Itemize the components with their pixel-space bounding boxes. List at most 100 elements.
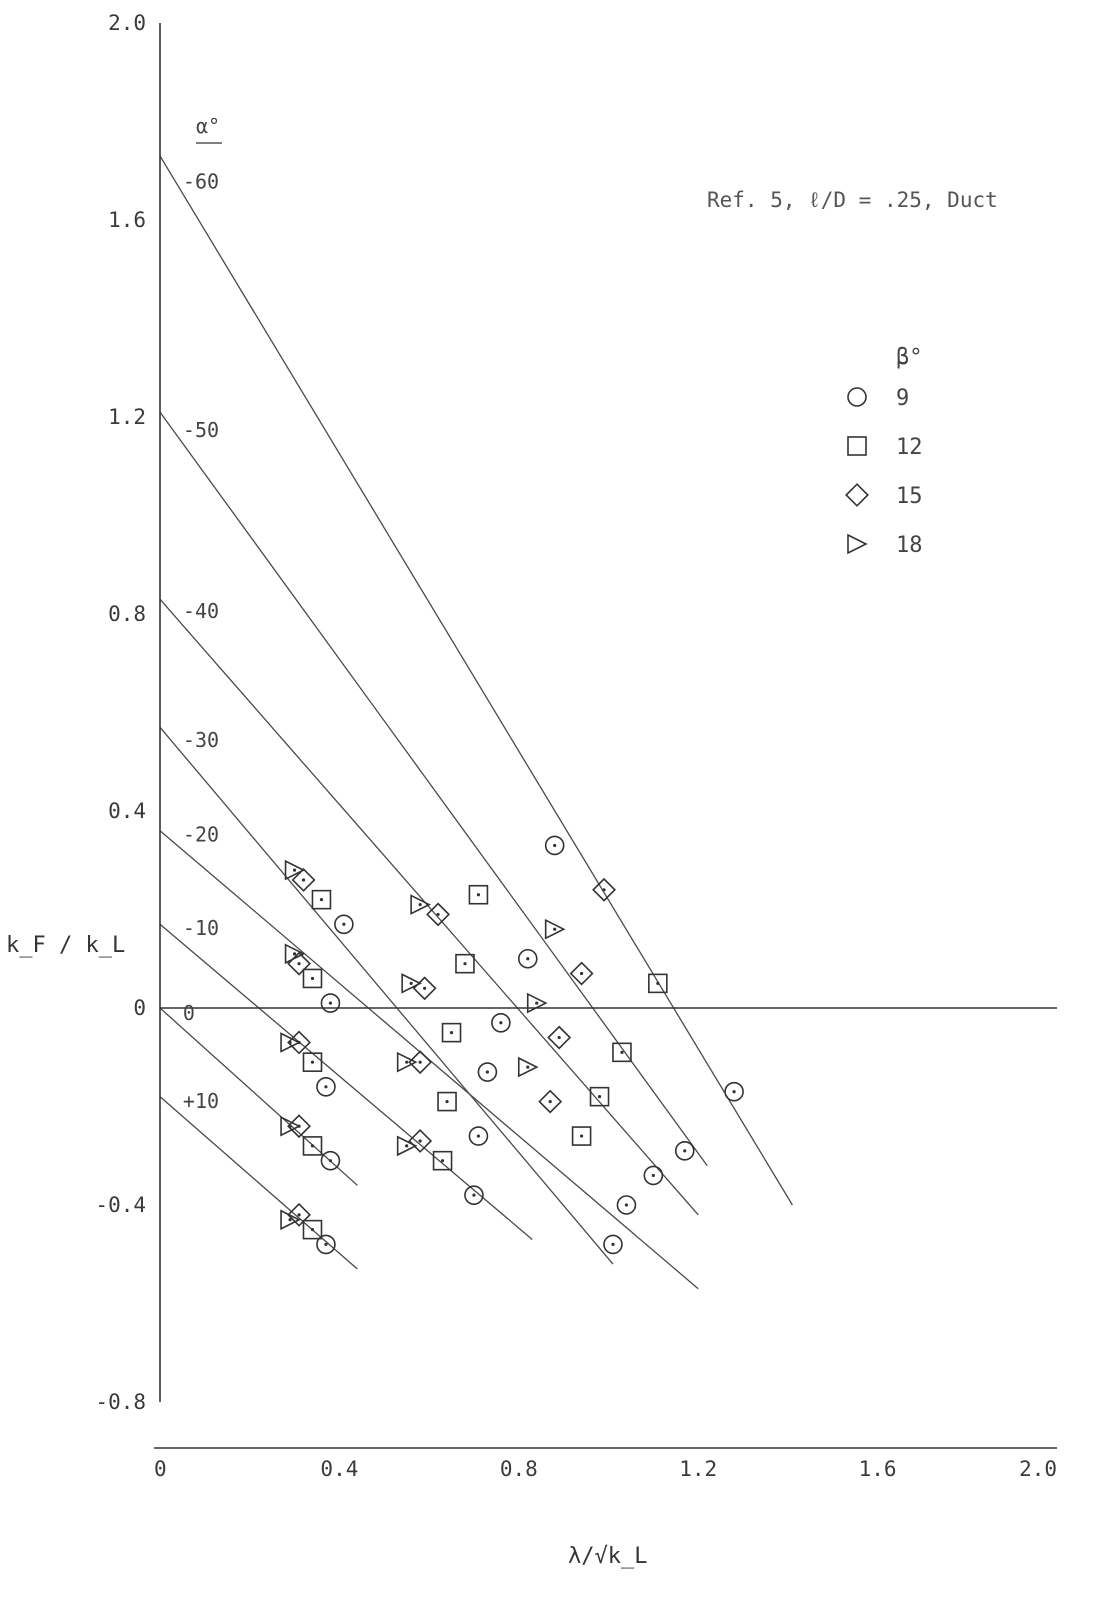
marker-center-dot (553, 927, 557, 931)
fit-line-label: -30 (183, 728, 219, 752)
fit-line (159, 1096, 358, 1270)
triangle-marker (396, 1135, 418, 1157)
square-marker (311, 889, 332, 910)
marker-center-dot (449, 1031, 454, 1035)
marker-center-dot (324, 1085, 328, 1089)
marker-center-dot (301, 878, 306, 882)
fit-line-label: +10 (183, 1089, 219, 1113)
y-tick-label: 0.8 (108, 602, 146, 626)
circle-marker (477, 1062, 498, 1082)
x-tick-label: 2.0 (1019, 1457, 1057, 1481)
triangle-marker (284, 859, 306, 881)
circle-marker (320, 1150, 341, 1171)
x-axis-title: λ/√k_L (568, 1544, 647, 1569)
square-marker (302, 1052, 323, 1072)
triangle-marker (544, 918, 566, 940)
marker-center-dot (611, 1242, 615, 1246)
marker-center-dot (418, 1060, 422, 1064)
diamond-marker (592, 877, 616, 902)
square-marker (302, 968, 323, 989)
square-marker (847, 436, 867, 456)
data-points (280, 835, 744, 1255)
marker-center-dot (288, 1124, 292, 1128)
triangle-marker (284, 943, 306, 965)
x-tick-label: 1.2 (679, 1457, 717, 1481)
y-tick-label: 0 (133, 996, 146, 1020)
square-marker (441, 1022, 462, 1043)
marker-center-dot (499, 1021, 503, 1025)
square-marker (302, 1136, 323, 1156)
circle-marker (616, 1195, 637, 1215)
marker-center-dot (463, 962, 467, 966)
marker-center-dot (292, 952, 297, 956)
fit-lines (159, 155, 793, 1290)
marker-center-dot (423, 986, 427, 990)
marker-center-dot (342, 922, 346, 926)
marker-center-dot (292, 868, 297, 872)
square-marker (571, 1126, 592, 1146)
marker-center-dot (319, 898, 324, 902)
marker-center-dot (732, 1090, 736, 1094)
marker-center-dot (472, 1193, 476, 1197)
marker-center-dot (548, 1099, 552, 1104)
fit-line (159, 598, 699, 1216)
triangle-marker (280, 1209, 301, 1231)
marker-center-dot (557, 1035, 561, 1040)
marker-center-dot (288, 1218, 292, 1222)
circle-marker (674, 1141, 695, 1161)
triangle-marker (847, 533, 868, 555)
y-tick-label: 0.4 (108, 799, 146, 823)
circle-marker (724, 1081, 744, 1102)
legend-title: β° (896, 345, 923, 370)
circle-marker (643, 1165, 664, 1186)
square-marker (302, 1219, 323, 1240)
marker-center-dot (476, 893, 481, 897)
marker-center-dot (405, 1060, 409, 1064)
diamond-marker (547, 1025, 572, 1050)
legend-entry-label: 12 (896, 435, 923, 460)
y-tick-label: 1.2 (108, 405, 146, 429)
circle-marker (468, 1126, 489, 1146)
square-marker (612, 1042, 632, 1063)
circle-marker (334, 914, 354, 935)
triangle-marker (517, 1056, 539, 1078)
circle-marker (847, 387, 867, 407)
circle-marker (316, 1234, 336, 1255)
square-marker (432, 1150, 453, 1171)
x-tick-label: 1.6 (859, 1457, 897, 1481)
y-tick-label: -0.4 (95, 1193, 146, 1217)
marker-center-dot (324, 1242, 328, 1246)
fit-line (159, 726, 614, 1265)
y-tick-label: 2.0 (108, 11, 146, 35)
marker-center-dot (624, 1203, 629, 1207)
marker-center-dot (405, 1144, 409, 1148)
marker-center-dot (328, 1159, 333, 1163)
diamond-marker (287, 1202, 311, 1227)
axes (154, 23, 1057, 1449)
marker-center-dot (418, 1139, 422, 1143)
legend-entry-label: 15 (896, 484, 923, 509)
circle-marker (517, 948, 538, 969)
fit-line-label: 0 (183, 1001, 195, 1025)
diamond-marker (408, 1129, 433, 1153)
y-tick-label: 1.6 (108, 208, 146, 232)
fit-line (159, 155, 793, 1206)
x-tick-label: 0.8 (500, 1457, 538, 1481)
square-marker (468, 884, 489, 905)
fit-line-label: -50 (183, 418, 219, 442)
marker-center-dot (620, 1050, 624, 1054)
legend-entry-label: 18 (896, 533, 923, 558)
triangle-marker (401, 973, 422, 994)
diamond-marker (538, 1089, 563, 1114)
marker-center-dot (440, 1159, 445, 1163)
fit-line-label: -20 (183, 823, 219, 847)
triangle-marker (410, 894, 431, 915)
x-tick-label: 0 (154, 1457, 167, 1481)
marker-center-dot (579, 1134, 584, 1138)
square-marker (437, 1091, 457, 1112)
marker-center-dot (602, 888, 606, 892)
circle-marker (603, 1234, 623, 1255)
circle-marker (464, 1185, 484, 1205)
x-tick-label: 0.4 (320, 1457, 358, 1481)
